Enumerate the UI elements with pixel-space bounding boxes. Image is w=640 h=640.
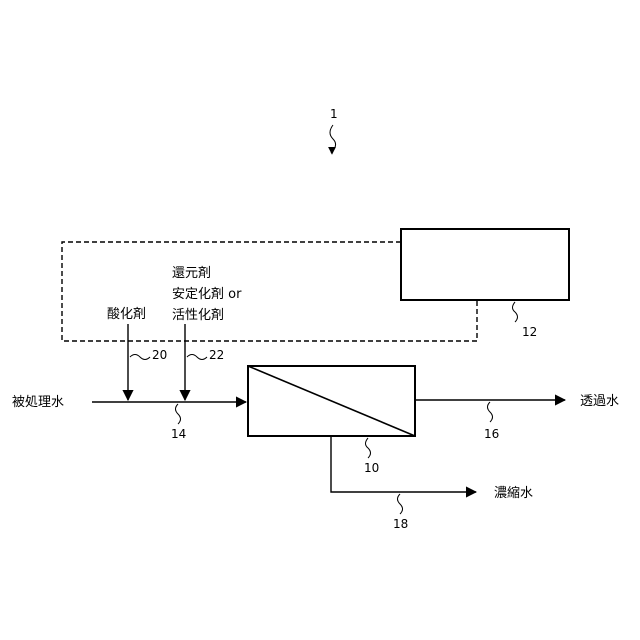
membrane-ref-leader xyxy=(366,438,371,458)
membrane-diagonal xyxy=(248,366,415,436)
raw-water-label: 被処理水 xyxy=(12,395,64,410)
permeate-ref-leader xyxy=(488,402,493,422)
membrane-ref-number: 10 xyxy=(364,461,379,475)
system-ref-leader xyxy=(330,125,336,153)
oxidant-label: 酸化剤 xyxy=(107,306,146,322)
reductant-label-line3: 活性化剤 xyxy=(172,307,224,323)
controller-ref-number: 12 xyxy=(522,325,537,339)
reductant-label-line2: 安定化剤 or xyxy=(172,286,242,302)
permeate-ref-number: 16 xyxy=(484,427,499,441)
feed-ref-number: 14 xyxy=(171,427,186,441)
concentrate-label: 濃縮水 xyxy=(494,485,533,501)
controller-ref-leader xyxy=(513,302,518,322)
oxidant-ref-number: 20 xyxy=(152,348,167,362)
concentrate-line xyxy=(331,436,476,492)
reductant-label-line1: 還元剤 xyxy=(172,265,211,281)
controller-box xyxy=(401,229,569,300)
reductant-ref-leader xyxy=(187,355,207,360)
permeate-label: 透過水 xyxy=(580,394,619,409)
concentrate-ref-number: 18 xyxy=(393,517,408,531)
control-signal-line xyxy=(62,242,477,341)
oxidant-ref-leader xyxy=(130,355,150,360)
concentrate-ref-leader xyxy=(398,494,403,514)
reductant-ref-number: 22 xyxy=(209,348,224,362)
feed-ref-leader xyxy=(176,404,181,424)
system-ref-number: 1 xyxy=(330,107,338,121)
